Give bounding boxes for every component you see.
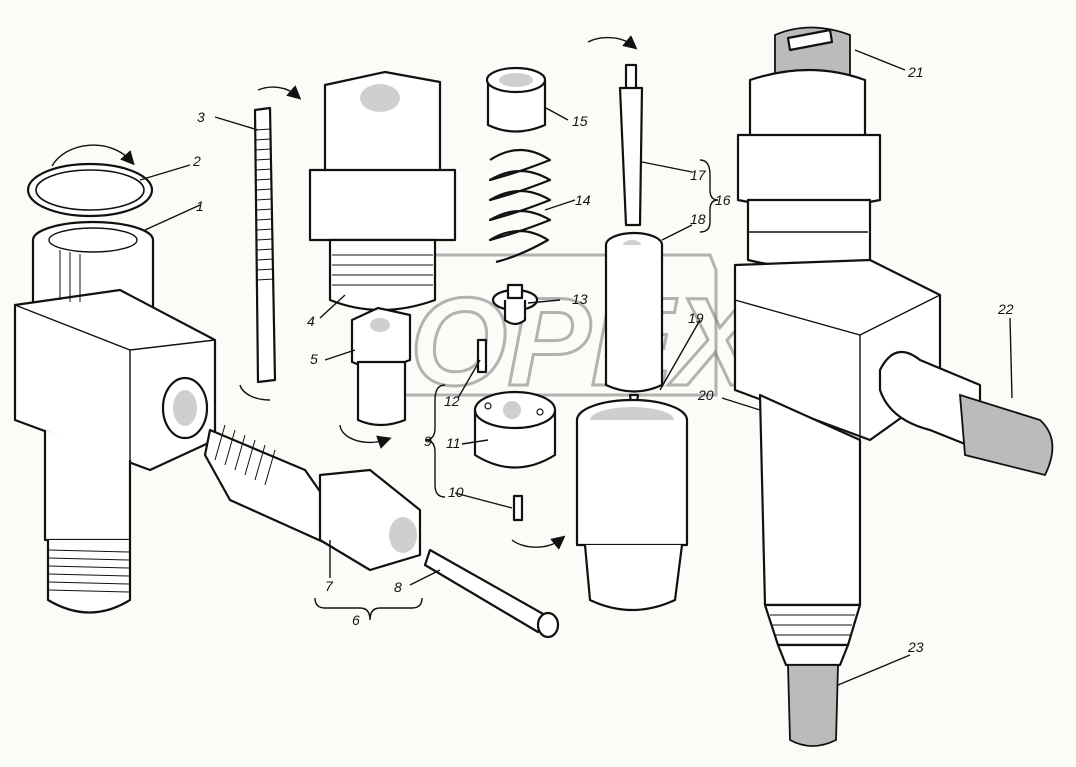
part-8-pin xyxy=(423,548,560,639)
callout-11: 11 xyxy=(446,435,461,451)
callout-19: 19 xyxy=(688,310,704,326)
callout-21: 21 xyxy=(907,64,924,80)
callout-17: 17 xyxy=(690,167,707,183)
callout-9: 9 xyxy=(424,433,432,449)
callout-20: 20 xyxy=(697,387,714,403)
callout-15: 15 xyxy=(572,113,588,129)
part-17-needle xyxy=(587,35,644,227)
part-3-rod xyxy=(239,85,302,401)
part-11-disk xyxy=(473,390,557,469)
part-2-ring xyxy=(26,144,154,218)
watermark: OPEX xyxy=(393,253,765,414)
leader-lines xyxy=(139,49,1013,686)
callout-23: 23 xyxy=(907,639,924,655)
part-6-union-assembly xyxy=(203,424,422,572)
callout-8: 8 xyxy=(394,579,402,595)
callout-1: 1 xyxy=(196,198,204,214)
callout-12: 12 xyxy=(444,393,460,409)
callout-4: 4 xyxy=(307,313,315,329)
part-18-nozzle xyxy=(604,231,664,412)
callout-labels: 1 2 3 4 5 6 7 8 9 10 11 12 13 14 15 16 1… xyxy=(192,64,1014,655)
part-10-pin xyxy=(512,494,524,522)
callout-7: 7 xyxy=(325,578,334,594)
callout-13: 13 xyxy=(572,291,588,307)
callout-2: 2 xyxy=(192,153,201,169)
callout-6: 6 xyxy=(352,612,360,628)
callout-22: 22 xyxy=(997,301,1014,317)
callout-10: 10 xyxy=(448,484,464,500)
part-15-bushing xyxy=(485,66,547,133)
assembled-injector xyxy=(733,26,1054,747)
callout-5: 5 xyxy=(310,351,318,367)
part-12-pin xyxy=(476,338,488,374)
callout-16: 16 xyxy=(715,192,731,208)
callout-3: 3 xyxy=(197,109,205,125)
watermark-text: OPEX xyxy=(410,273,764,412)
part-1-body xyxy=(13,220,217,614)
part-13-screw xyxy=(491,283,539,326)
part-14-spring xyxy=(488,149,552,264)
callout-14: 14 xyxy=(575,192,591,208)
part-nozzle-nut xyxy=(511,398,689,612)
part-4-nut xyxy=(308,70,457,312)
callout-18: 18 xyxy=(690,211,706,227)
part-5-small-nut xyxy=(339,306,412,449)
